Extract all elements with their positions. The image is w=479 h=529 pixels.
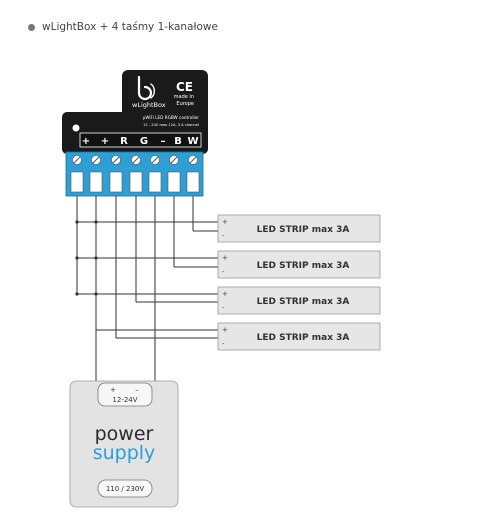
brand-logo-text: wLightBox: [132, 101, 166, 109]
led-strip-2: + - LED STRIP max 3A: [217, 250, 381, 279]
junction-dot: [75, 256, 79, 260]
led-strip-1: + - LED STRIP max 3A: [217, 214, 381, 243]
terminal-label-minus: –: [161, 136, 166, 147]
terminal-screw-icon: [89, 155, 103, 193]
junction-dot: [75, 292, 79, 296]
terminal-screws: [70, 155, 200, 193]
model-line-2: 12 - 24V max 12A, 3 A channel: [143, 123, 199, 127]
supply-title-top: power: [95, 423, 154, 445]
supply-title-bottom: supply: [93, 442, 156, 464]
strip-minus-label: -: [222, 304, 225, 312]
strip-minus-label: -: [222, 268, 225, 276]
terminal-label-b: B: [174, 136, 182, 147]
terminal-label-w: W: [187, 136, 198, 147]
diagram-caption: wLightBox + 4 taśmy 1-kanałowe: [28, 19, 218, 35]
wlightbox-device: CE made in Europe wLightBox μWiFi LED RG…: [62, 70, 208, 197]
output-voltage: 12-24V: [112, 396, 137, 404]
output-terminal: [97, 382, 153, 407]
input-terminal: [97, 479, 153, 498]
strip-label: LED STRIP max 3A: [257, 261, 350, 271]
output-minus: –: [135, 386, 139, 394]
junctions: [75, 220, 98, 296]
led-strip-3: + - LED STRIP max 3A: [217, 286, 381, 315]
status-led-icon: [72, 124, 80, 132]
bullet-icon: [28, 23, 35, 31]
junction-dot: [94, 220, 98, 224]
terminal-screw-icon: [167, 155, 181, 193]
model-line-1: μWiFi LED RGBW controller: [143, 115, 200, 120]
strip-label: LED STRIP max 3A: [257, 225, 350, 235]
terminal-screw-icon: [70, 155, 84, 193]
junction-dot: [94, 256, 98, 260]
terminal-screw-icon: [148, 155, 162, 193]
power-supply-box: [69, 380, 179, 508]
strip-label: LED STRIP max 3A: [257, 333, 350, 343]
junction-dot: [94, 292, 98, 296]
caption-text: wLightBox + 4 taśmy 1-kanałowe: [42, 21, 218, 33]
wlightbox-logo-icon: [137, 75, 155, 101]
terminal-screw-icon: [109, 155, 123, 193]
terminal-label-plus-1: +: [82, 136, 90, 147]
strip-minus-label: -: [222, 340, 225, 348]
terminal-label-strip: [79, 132, 202, 148]
terminal-screw-icon: [186, 155, 200, 193]
strip-plus-label: +: [222, 290, 228, 298]
terminal-screw-icon: [129, 155, 143, 193]
led-strip-4: + - LED STRIP max 3A: [217, 322, 381, 351]
strip-plus-label: +: [222, 254, 228, 262]
input-voltage: 110 / 230V: [106, 485, 145, 493]
power-supply: + – 12-24V power supply 110 / 230V: [69, 380, 179, 508]
terminal-label-g: G: [140, 136, 148, 147]
made-in-label: made in: [174, 94, 194, 100]
junction-dot: [75, 220, 79, 224]
strip-minus-label: -: [222, 232, 225, 240]
output-plus: +: [110, 386, 116, 394]
terminal-label-r: R: [120, 136, 128, 147]
strip-label: LED STRIP max 3A: [257, 297, 350, 307]
wires: [76, 192, 218, 383]
europe-label: Europe: [176, 101, 194, 107]
terminal-label-plus-2: +: [101, 136, 109, 147]
strip-plus-label: +: [222, 326, 228, 334]
ce-mark: CE: [176, 80, 193, 94]
strip-plus-label: +: [222, 218, 228, 226]
